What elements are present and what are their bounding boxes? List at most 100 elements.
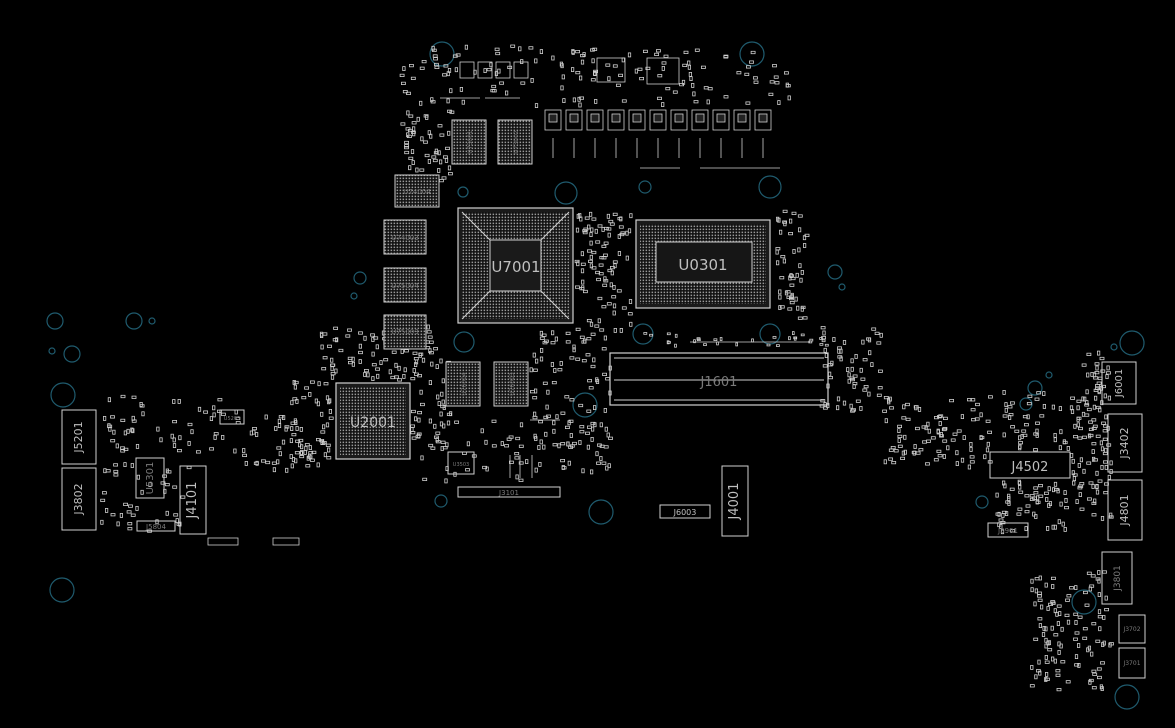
connector-j5804[interactable]: J5804: [136, 520, 176, 532]
smd-part: [532, 396, 538, 400]
smd-part: [411, 160, 415, 166]
chip-u5301[interactable]: U5301: [135, 457, 165, 499]
smd-part: [1093, 388, 1099, 393]
smd-part: [1042, 403, 1046, 409]
connector-j4101[interactable]: J4101: [179, 465, 207, 535]
smd-part: [490, 89, 496, 93]
chip-u75003[interactable]: U75003: [383, 314, 427, 350]
smd-part: [446, 420, 451, 426]
smd-part: [1077, 486, 1083, 490]
smd-part: [575, 227, 580, 233]
chip-u76004[interactable]: U76004: [445, 361, 481, 407]
smd-part: [170, 433, 174, 439]
smd-part: [330, 357, 334, 363]
smd-part: [513, 61, 529, 79]
smd-part: [637, 67, 643, 71]
smd-part: [321, 367, 327, 371]
u75004-label: U75004: [391, 282, 419, 290]
chip-u74004[interactable]: U74004: [394, 174, 440, 208]
smd-part: [585, 431, 590, 435]
smd-part: [925, 462, 930, 466]
smd-part: [520, 59, 524, 64]
smd-part: [518, 461, 524, 465]
smd-part: [216, 409, 222, 413]
connector-j6003[interactable]: J6003: [659, 504, 711, 519]
smd-part: [1027, 394, 1033, 398]
connector-j3402[interactable]: J3402: [1107, 413, 1143, 473]
smd-part: [426, 330, 432, 334]
connector-j5201[interactable]: J5201: [61, 409, 97, 465]
smd-part: [772, 336, 777, 339]
chip-u5203[interactable]: U5203: [219, 409, 245, 425]
connector-j3802[interactable]: J3802: [61, 467, 97, 531]
smd-part: [1051, 576, 1056, 581]
smd-part: [800, 269, 804, 275]
j3702-label: J3702: [1122, 626, 1140, 633]
smd-part: [358, 359, 362, 364]
smd-part: [1059, 501, 1063, 507]
smd-part: [819, 343, 824, 346]
connector-j1601[interactable]: J1601: [609, 352, 829, 406]
chip-u3503[interactable]: U3503: [447, 451, 475, 475]
chip-u73002[interactable]: U73002: [497, 119, 533, 165]
smd-part: [411, 121, 417, 125]
smd-part: [854, 353, 858, 359]
smd-part: [569, 433, 573, 438]
connector-j3701[interactable]: J3701: [1118, 647, 1146, 679]
smd-part: [390, 375, 396, 380]
smd-part: [264, 414, 268, 420]
smd-part: [131, 415, 135, 421]
smd-part: [847, 378, 851, 384]
mounting-hole: [125, 312, 143, 330]
connector-j4502[interactable]: J4502: [989, 451, 1071, 479]
chip-u7001[interactable]: U7001: [457, 207, 574, 324]
chip-u73001[interactable]: U73001: [451, 119, 487, 165]
smd-part: [969, 441, 973, 447]
connector-j6001[interactable]: J6001: [1101, 361, 1137, 405]
smd-part: [969, 455, 975, 459]
smd-part: [412, 368, 416, 373]
smd-part: [560, 458, 565, 463]
smd-part: [589, 211, 593, 217]
smd-part: [400, 81, 406, 85]
smd-part: [595, 451, 599, 457]
smd-part: [578, 102, 582, 108]
smd-part: [1078, 492, 1082, 498]
smd-part: [913, 405, 919, 409]
chip-u75004[interactable]: U75004: [383, 267, 427, 303]
chip-u76003[interactable]: U76003: [493, 361, 529, 407]
connector-j4001[interactable]: J4001: [721, 465, 749, 537]
smd-part: [878, 369, 883, 373]
smd-part: [1076, 416, 1082, 420]
smd-part: [800, 333, 805, 337]
smd-part: [924, 425, 928, 431]
smd-part: [612, 303, 617, 309]
smd-part: [643, 49, 648, 54]
smd-part: [592, 357, 596, 363]
mounting-hole: [63, 345, 81, 363]
smd-part: [691, 109, 709, 131]
smd-part: [438, 159, 443, 165]
smd-part: [1095, 365, 1099, 371]
chip-u2001[interactable]: U2001: [335, 382, 411, 460]
smd-part: [579, 96, 584, 100]
smd-part: [347, 360, 353, 365]
smd-part: [646, 57, 680, 85]
smd-part: [1071, 458, 1075, 464]
smd-part: [417, 410, 423, 415]
connector-j3801[interactable]: J3801: [1101, 551, 1133, 605]
smd-part: [1058, 611, 1062, 616]
smd-part: [603, 407, 607, 413]
smd-part: [1065, 598, 1070, 602]
mounting-hole: [1119, 330, 1145, 356]
connector-j3702[interactable]: J3702: [1118, 614, 1146, 644]
connector-j3901[interactable]: J3901: [987, 522, 1029, 538]
smd-part: [1032, 511, 1036, 517]
smd-part: [213, 432, 219, 436]
chip-u0301[interactable]: U0301: [635, 219, 771, 309]
smd-part: [519, 422, 524, 428]
connector-j3101[interactable]: J3101: [457, 486, 561, 498]
smd-part: [1084, 403, 1090, 407]
chip-u74003[interactable]: U74003: [383, 219, 427, 255]
connector-j4801[interactable]: J4801: [1107, 479, 1143, 541]
